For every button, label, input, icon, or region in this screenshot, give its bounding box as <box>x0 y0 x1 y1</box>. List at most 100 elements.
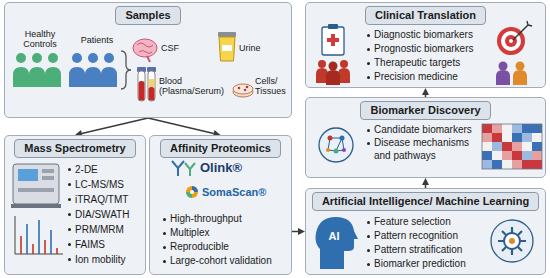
bullet-item: Pattern recognition <box>366 229 484 243</box>
label-holder: CSF <box>161 43 195 53</box>
icon-shape <box>185 163 195 176</box>
bullet-item: Therapeutic targets <box>366 56 484 70</box>
icon-shape <box>532 133 542 142</box>
label-holder: Olink® <box>200 160 284 175</box>
icon-shape <box>504 233 520 249</box>
icon-shape <box>45 67 61 87</box>
bullet-item: Feature selection <box>366 215 484 229</box>
icon-shape <box>13 53 61 87</box>
icon-shape <box>138 71 145 101</box>
icon-shape <box>340 136 345 141</box>
panel-title: Mass Spectrometry <box>14 139 136 158</box>
icon-shape <box>492 151 502 160</box>
bullet-item: Reproducible <box>162 240 290 254</box>
result-panel: Clinical TranslationDiagnostic biomarker… <box>305 2 546 88</box>
icon-shape <box>532 142 542 151</box>
bullet-item: FAIMS <box>67 237 143 252</box>
icon-shape <box>244 89 247 92</box>
brand-logo: Olink® <box>200 160 284 175</box>
icon-shape <box>532 151 542 160</box>
bullet-item: Prognostic biomarkers <box>366 42 484 56</box>
label-holder: Blood (Plasma/Serum) <box>159 76 231 96</box>
icon-shape <box>148 71 155 101</box>
icon-shape <box>233 84 253 94</box>
icon-shape <box>149 87 155 101</box>
icon-shape <box>147 56 150 62</box>
arrow-line <box>82 118 148 133</box>
icon-shape <box>326 148 330 152</box>
bullet-item: Ion mobility <box>67 252 143 267</box>
group-label: Healthy Controls <box>13 29 67 49</box>
icon-shape <box>328 24 338 29</box>
icon-shape <box>527 21 532 26</box>
icon-shape <box>85 67 101 87</box>
panel-title: Biomarker Discovery <box>360 101 490 120</box>
icon-shape <box>218 32 236 37</box>
panel-title: Affinity Proteomics <box>160 139 281 158</box>
panel-title: Clinical Translation <box>365 6 486 25</box>
icon-shape <box>101 67 117 87</box>
icon-shape <box>328 136 333 141</box>
icon-shape <box>512 151 522 160</box>
bullet-item: Precision medicine <box>366 70 484 84</box>
icon-shape <box>13 164 59 204</box>
icon-shape <box>482 124 542 169</box>
icon-shape <box>342 148 346 152</box>
flow-arrow <box>422 178 429 188</box>
bullet-item: High-throughput <box>162 212 290 226</box>
icon-shape <box>498 227 526 255</box>
bullet-item: Disease mechanisms and pathways <box>366 136 478 162</box>
bullet-list: Diagnostic biomarkersPrognostic biomarke… <box>366 28 484 84</box>
icon-shape <box>326 62 340 86</box>
bullet-item: Diagnostic biomarkers <box>366 28 484 42</box>
icon-shape <box>492 160 502 169</box>
icon-shape <box>322 27 344 55</box>
brand-logo: SomaScan® <box>202 186 288 199</box>
icon-shape <box>48 53 58 63</box>
bullet-item: Large-cohort validation <box>162 254 290 268</box>
icon-shape <box>513 70 527 85</box>
label-holder: Cells/ Tissues <box>255 76 290 96</box>
icon-shape <box>18 188 54 192</box>
flow-arrow <box>75 118 148 137</box>
bullet-item: Multiplex <box>162 226 290 240</box>
icon-shape <box>133 39 157 57</box>
icon-shape <box>137 43 153 54</box>
label-holder: Urine <box>239 43 279 53</box>
icon-shape <box>27 220 51 254</box>
icon-shape <box>496 70 510 85</box>
icon-shape <box>512 133 522 142</box>
icon-shape <box>104 53 114 63</box>
icon-shape <box>13 67 29 87</box>
icon-shape <box>482 151 492 160</box>
icon-shape <box>512 160 522 169</box>
flow-arrow <box>422 88 429 97</box>
sample-label: CSF <box>161 43 195 53</box>
icon-shape <box>88 53 98 63</box>
bullet-item: Candidate biomarkers <box>366 123 478 136</box>
icon-shape <box>492 133 502 142</box>
bullet-item: PRM/MRM <box>67 222 143 237</box>
icon-shape <box>502 142 512 151</box>
icon-shape <box>502 124 512 133</box>
arrow-line <box>292 231 298 233</box>
flow-arrow <box>292 228 305 235</box>
icon-shape <box>149 79 155 87</box>
icon-shape <box>482 160 492 169</box>
arrow-line <box>148 118 214 133</box>
icon-shape <box>42 176 54 180</box>
icon-shape <box>509 39 513 43</box>
icon-shape <box>512 142 522 151</box>
bullet-item: LC-MS/MS <box>67 177 143 192</box>
label-holder: AI <box>320 230 348 243</box>
icon-shape <box>327 38 339 42</box>
icon-shape <box>69 53 117 87</box>
icon-shape <box>522 124 532 133</box>
label-holder: SomaScan® <box>202 186 288 199</box>
result-panel: Biomarker DiscoveryCandidate biomarkersD… <box>305 97 546 178</box>
icon-shape <box>316 217 359 269</box>
sample-label: Urine <box>239 43 279 53</box>
icon-shape <box>532 124 542 133</box>
icon-shape <box>513 62 527 86</box>
